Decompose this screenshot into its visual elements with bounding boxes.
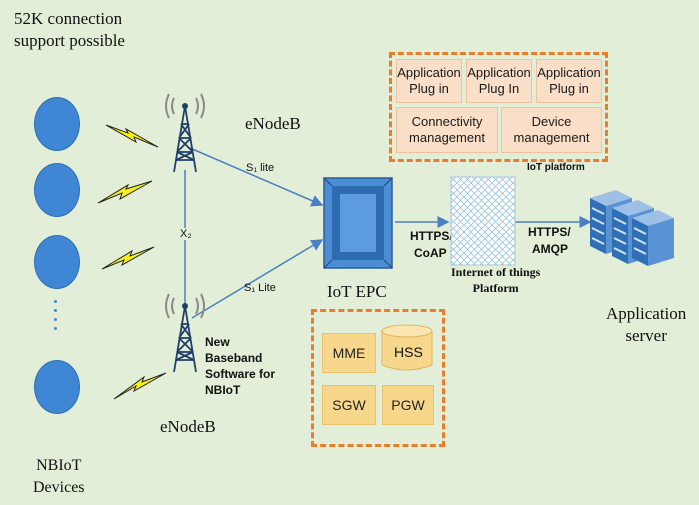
cell-tower-icon [165, 93, 205, 173]
new-software-line3: Software for [205, 367, 276, 381]
plugin-1-line1: Application [397, 65, 461, 80]
plugin-3-line1: Application [537, 65, 601, 80]
cell-tower-icon [165, 293, 205, 373]
enodeb-top-label: eNodeB [245, 114, 301, 133]
new-software-line2: Baseband [205, 351, 263, 365]
https-coap-line2: CoAP [414, 246, 447, 260]
connection-capacity-line1: 52K connection [14, 9, 123, 28]
https-amqp-line1: HTTPS/ [528, 225, 571, 239]
new-software-label: New Baseband Software for NBIoT [205, 334, 275, 398]
new-software-line1: New [205, 335, 230, 349]
device-node [34, 97, 80, 151]
https-coap-label: HTTPS/ CoAP [410, 228, 453, 262]
ellipsis-dots [53, 300, 59, 330]
https-amqp-label: HTTPS/ AMQP [528, 224, 571, 258]
iot-platform-group [389, 52, 608, 162]
internet-of-things-icon [450, 176, 516, 266]
internet-platform-line1: Internet of things [451, 265, 541, 279]
new-software-line4: NBIoT [205, 383, 241, 397]
hss-label: HSS [394, 344, 423, 360]
pgw-box: PGW [382, 385, 434, 425]
s1-bottom-link [191, 239, 324, 319]
lightning-icon [97, 180, 153, 204]
connectivity-line1: Connectivity [411, 114, 483, 129]
mme-box: MME [322, 333, 376, 373]
lightning-icon [105, 124, 159, 148]
s1-top-link [189, 147, 324, 207]
application-server-line2: server [625, 326, 667, 345]
plugin-3-line2: Plug in [549, 81, 589, 96]
iot-epc-label: IoT EPC [327, 282, 387, 301]
x2-label: X₂ [179, 228, 193, 240]
https-amqp-line2: AMQP [532, 242, 568, 256]
epc-components-group [311, 309, 445, 447]
device-mgmt-line2: management [513, 130, 590, 145]
connection-capacity-label: 52K connection support possible [14, 8, 125, 52]
connectivity-line2: management [409, 130, 485, 145]
device-node [34, 360, 80, 414]
lightning-icon [113, 372, 167, 400]
sgw-box: SGW [322, 385, 376, 425]
iot-platform-caption: IoT platform [527, 162, 585, 173]
hss-database-icon [381, 324, 433, 371]
plugin-2-line1: Application [467, 65, 531, 80]
https-coap-line1: HTTPS/ [410, 229, 453, 243]
s1-lite-bottom-label: S₁ Lite [244, 282, 276, 294]
internet-platform-label: Internet of things Platform [451, 264, 540, 296]
connection-capacity-line2: support possible [14, 31, 125, 50]
device-node [34, 235, 80, 289]
devices-label: NBIoT Devices [33, 455, 85, 499]
server-rack-icon [590, 190, 674, 266]
application-server-line1: Application [606, 304, 687, 323]
plugin-2-line2: Plug In [478, 81, 520, 96]
iot-epc-icon [323, 177, 393, 269]
device-mgmt-line1: Device [531, 114, 572, 129]
device-node [34, 163, 80, 217]
devices-label-line1: NBIoT [36, 457, 82, 474]
enodeb-bottom-label: eNodeB [160, 417, 216, 436]
plugin-1-line2: Plug in [409, 81, 449, 96]
lightning-icon [101, 246, 155, 270]
s1-lite-top-label: S₁ lite [246, 162, 275, 174]
devices-label-line2: Devices [33, 479, 85, 496]
application-server-label: Application server [606, 303, 686, 347]
internet-platform-line2: Platform [472, 281, 519, 295]
